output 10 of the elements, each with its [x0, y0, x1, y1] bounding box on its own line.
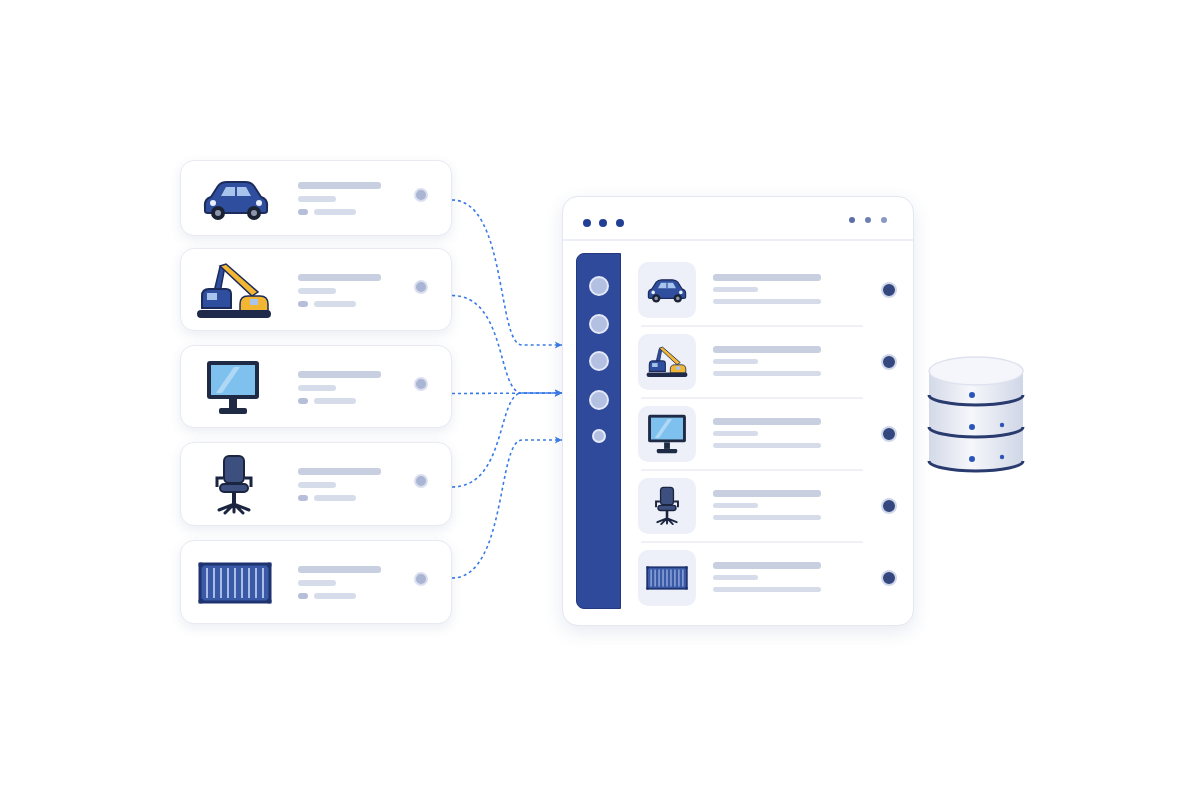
item-card — [180, 442, 452, 526]
dashed-arrow — [451, 199, 563, 349]
dashed-arrow — [451, 389, 563, 397]
app-window — [562, 196, 914, 626]
dashed-arrow — [451, 436, 563, 579]
item-card — [180, 540, 452, 624]
item-card — [180, 345, 452, 428]
dashed-arrow — [451, 389, 563, 488]
item-card — [180, 160, 452, 236]
item-card — [180, 248, 452, 331]
